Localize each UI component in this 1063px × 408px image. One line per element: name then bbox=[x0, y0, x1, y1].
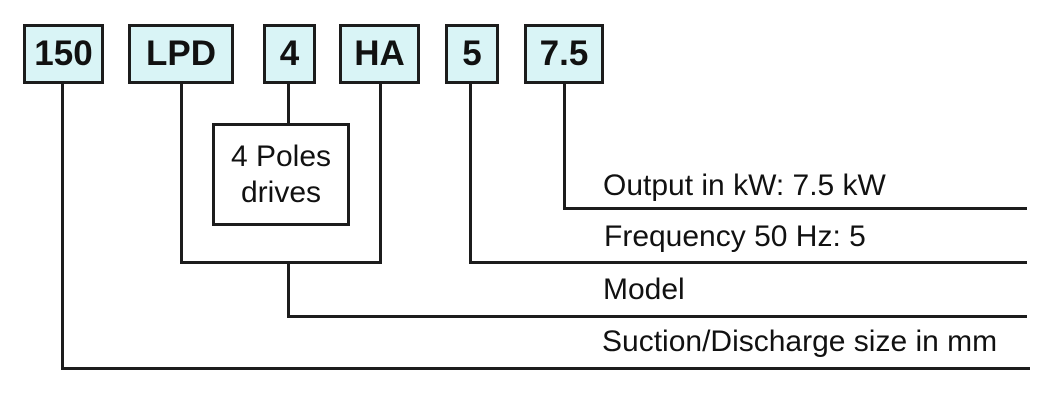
connector-suction-vertical bbox=[61, 83, 64, 370]
code-box-model-prefix: LPD bbox=[128, 24, 234, 84]
connector-lpd-vertical bbox=[180, 83, 183, 264]
code-box-model-suffix: HA bbox=[339, 24, 420, 84]
legend-output-kw: Output in kW: 7.5 kW bbox=[603, 169, 886, 202]
connector-output-vertical bbox=[563, 83, 566, 210]
connector-output-horizontal bbox=[563, 207, 1027, 210]
connector-frequency-vertical bbox=[469, 83, 472, 264]
poles-note-line2: drives bbox=[240, 175, 322, 209]
poles-note-line1: 4 Poles bbox=[230, 139, 332, 173]
connector-model-bracket bbox=[180, 261, 382, 264]
code-box-poles: 4 bbox=[263, 24, 316, 84]
legend-frequency: Frequency 50 Hz: 5 bbox=[604, 220, 866, 253]
code-box-suction-size: 150 bbox=[23, 24, 104, 84]
connector-frequency-horizontal bbox=[469, 261, 1027, 264]
connector-poles-vertical bbox=[287, 83, 290, 126]
legend-model: Model bbox=[603, 273, 685, 306]
poles-note-box: 4 Poles drives bbox=[212, 123, 350, 226]
connector-model-horizontal bbox=[287, 315, 1027, 318]
legend-suction-discharge-size: Suction/Discharge size in mm bbox=[602, 325, 998, 358]
code-box-frequency: 5 bbox=[445, 24, 499, 84]
code-box-output-kw: 7.5 bbox=[524, 24, 604, 84]
connector-suction-horizontal bbox=[61, 367, 1030, 370]
connector-ha-vertical bbox=[379, 83, 382, 264]
connector-model-drop bbox=[287, 261, 290, 318]
